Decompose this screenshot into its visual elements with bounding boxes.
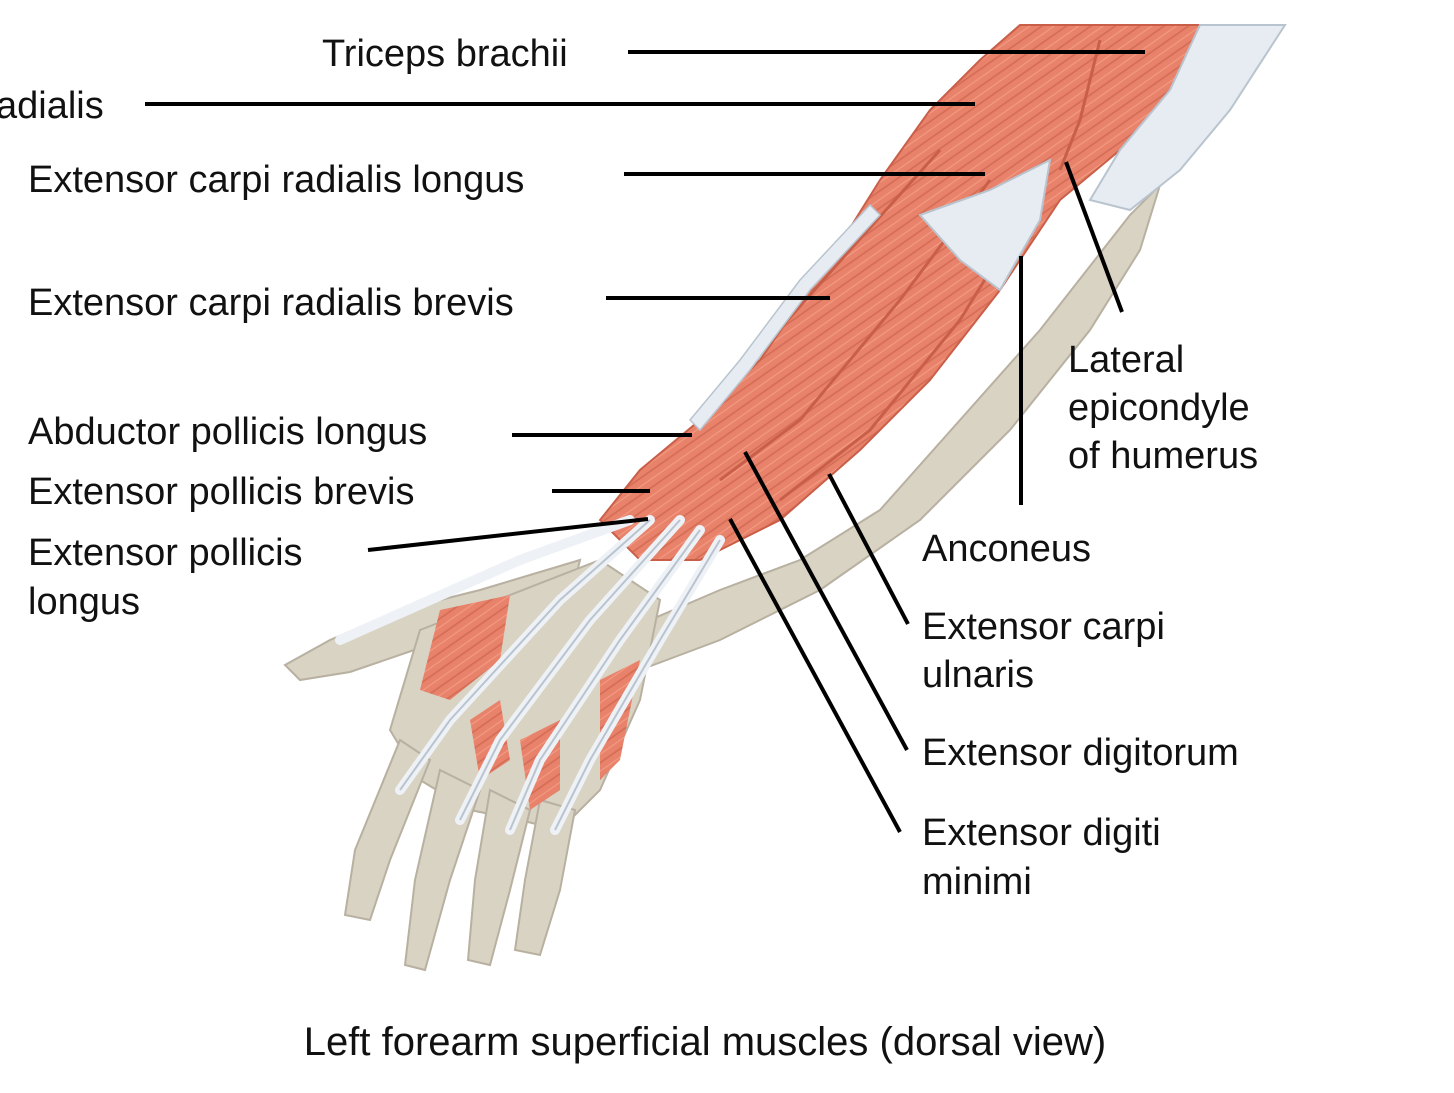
figure-caption: Left forearm superficial muscles (dorsal… bbox=[304, 1020, 1106, 1064]
label-extensor-carpi-ulnaris-line2: ulnaris bbox=[922, 654, 1034, 696]
leader-extensor-carpi-ulnaris bbox=[827, 473, 910, 625]
label-extensor-carpi-ulnaris-line1: Extensor carpi bbox=[922, 606, 1165, 648]
leader-lines bbox=[145, 50, 1145, 833]
label-extensor-digitorum: Extensor digitorum bbox=[922, 732, 1239, 774]
label-ecr-longus: Extensor carpi radialis longus bbox=[28, 159, 524, 201]
leader-extensor-digiti-minimi bbox=[728, 518, 902, 833]
label-ecr-brevis: Extensor carpi radialis brevis bbox=[28, 282, 514, 324]
common-extensor-origin bbox=[918, 158, 1052, 292]
label-lateral-epicondyle-line1: Lateral bbox=[1068, 339, 1184, 381]
tendon-outlines bbox=[399, 519, 721, 831]
radial-tendon-strip bbox=[688, 203, 882, 432]
label-triceps-brachii: Triceps brachii bbox=[322, 33, 568, 75]
label-anconeus: Anconeus bbox=[922, 528, 1091, 570]
label-extensor-pollicis-longus-line1: Extensor pollicis bbox=[28, 532, 303, 574]
labels: Triceps brachii adialis Extensor carpi r… bbox=[0, 33, 1258, 903]
leader-extensor-pollicis-longus bbox=[367, 517, 649, 552]
leader-lateral-epicondyle bbox=[1064, 161, 1124, 313]
forearm-muscle-mass bbox=[598, 24, 1202, 561]
leader-extensor-digitorum bbox=[743, 451, 909, 751]
forearm-drawing bbox=[283, 24, 1287, 972]
label-extensor-digiti-minimi-line1: Extensor digiti bbox=[922, 812, 1161, 854]
triceps-tendon bbox=[1088, 24, 1287, 212]
label-abductor-pollicis-longus: Abductor pollicis longus bbox=[28, 411, 427, 453]
label-brachioradialis: adialis bbox=[0, 85, 104, 127]
label-extensor-pollicis-longus-line2: longus bbox=[28, 581, 140, 623]
label-lateral-epicondyle-line3: of humerus bbox=[1068, 435, 1258, 477]
label-extensor-pollicis-brevis: Extensor pollicis brevis bbox=[28, 471, 414, 513]
label-lateral-epicondyle-line2: epicondyle bbox=[1068, 387, 1250, 429]
label-extensor-digiti-minimi-line2: minimi bbox=[922, 861, 1032, 903]
